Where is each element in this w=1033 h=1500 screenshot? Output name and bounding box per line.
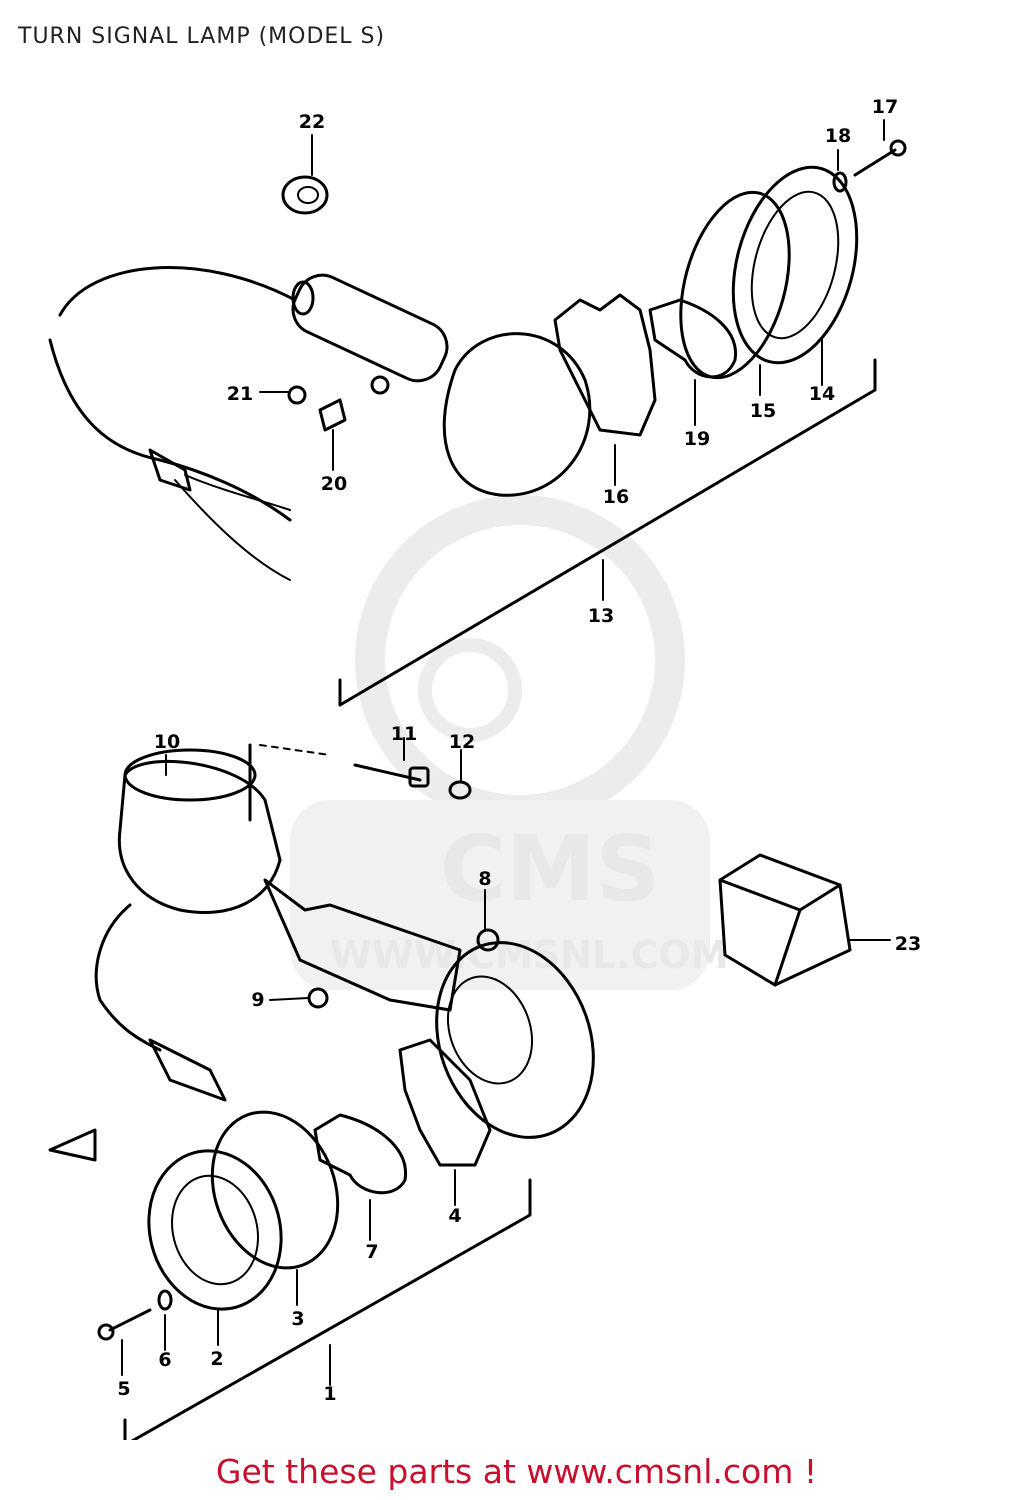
lower-lens-inner: [171, 1174, 259, 1286]
callout-8: 8: [478, 868, 491, 890]
upper-stem-body: [291, 273, 449, 383]
upper-lead-wire: [174, 479, 291, 581]
page-title: TURN SIGNAL LAMP (MODEL S): [18, 24, 386, 49]
callout-5: 5: [117, 1378, 130, 1400]
callout-labels: 1 2 3 4 5 6 7 8 9 10 11 12 13 14 15 16 1…: [117, 96, 921, 1405]
upper-screw-head: [889, 139, 907, 157]
callout-3: 3: [291, 1308, 304, 1330]
callout-11: 11: [391, 723, 417, 745]
lower-mount-bracket: [117, 759, 282, 915]
lower-bulb: [313, 1113, 408, 1195]
relay-body: [718, 853, 852, 987]
callout-12: 12: [449, 731, 475, 753]
lower-nut-12: [448, 780, 472, 800]
upper-lead-wire-2: [184, 474, 291, 511]
upper-connector: [148, 448, 192, 492]
lower-gasket: [210, 1110, 340, 1270]
flasher-relay: [718, 853, 852, 987]
relay-edges: [718, 878, 842, 987]
upper-washer: [832, 171, 848, 193]
upper-lens-inner: [750, 190, 840, 340]
callout-20: 20: [321, 473, 347, 495]
watermark-url-text: WWW.CMSNL.COM: [330, 933, 729, 977]
upper-clip-20: [318, 398, 347, 432]
upper-lens: [731, 165, 859, 365]
callout-14: 14: [809, 383, 835, 405]
callout-23: 23: [895, 933, 921, 955]
upper-nut-hole: [297, 186, 319, 204]
upper-mount-hole: [370, 375, 390, 395]
callout-2: 2: [210, 1348, 223, 1370]
callout-22: 22: [299, 111, 325, 133]
callout-15: 15: [750, 400, 776, 422]
lower-bracket-top: [123, 748, 257, 802]
upper-screw-21: [287, 385, 307, 405]
callout-18: 18: [825, 125, 851, 147]
callout-13: 13: [588, 605, 614, 627]
upper-nut: [281, 175, 329, 215]
lower-cable: [94, 903, 162, 1052]
callout-4: 4: [448, 1205, 461, 1227]
callout-6: 6: [158, 1349, 171, 1371]
lower-screw-shaft: [108, 1308, 152, 1332]
lower-screw-head: [97, 1323, 115, 1341]
upper-lamp-housing: [442, 332, 592, 497]
upper-lamp-assembly: [48, 139, 907, 707]
callout-21: 21: [227, 383, 253, 405]
front-arrow: [48, 1128, 97, 1162]
lower-dash-guide: [259, 744, 331, 756]
lower-connector: [148, 1038, 227, 1102]
callout-16: 16: [603, 486, 629, 508]
lower-bracket-line: [123, 1178, 532, 1440]
lower-lamp-housing: [435, 941, 595, 1139]
lower-socket-plate: [398, 1038, 492, 1167]
lower-stem: [263, 878, 462, 1012]
lower-screw-8: [476, 928, 500, 952]
leader-lines: [121, 119, 891, 1386]
lower-lamp-assembly: [48, 743, 595, 1440]
watermark-logo-text: CMS: [440, 817, 660, 922]
upper-cable-lower: [48, 338, 292, 522]
upper-bulb: [648, 298, 737, 379]
upper-stem-end: [291, 280, 315, 316]
footer-parts-link[interactable]: Get these parts at www.cmsnl.com !: [215, 1452, 818, 1491]
callout-1: 1: [323, 1383, 336, 1405]
parts-diagram: CMS WWW.CMSNL.COM: [48, 96, 921, 1440]
cms-watermark: CMS WWW.CMSNL.COM: [290, 495, 729, 990]
callout-9: 9: [251, 989, 264, 1011]
lower-spring-cap: [408, 766, 430, 788]
callout-7: 7: [365, 1241, 378, 1263]
upper-socket-plate: [553, 293, 657, 437]
callout-17: 17: [872, 96, 898, 118]
lower-screw-9: [307, 987, 329, 1009]
lower-washer: [157, 1289, 173, 1311]
upper-gasket: [679, 190, 791, 380]
lower-housing-inner: [446, 975, 534, 1085]
upper-bracket-line: [338, 358, 877, 707]
callout-10: 10: [154, 731, 180, 753]
lower-lens: [147, 1149, 283, 1311]
upper-cable-top: [58, 266, 297, 317]
upper-screw-shaft: [853, 148, 897, 177]
callout-19: 19: [684, 428, 710, 450]
